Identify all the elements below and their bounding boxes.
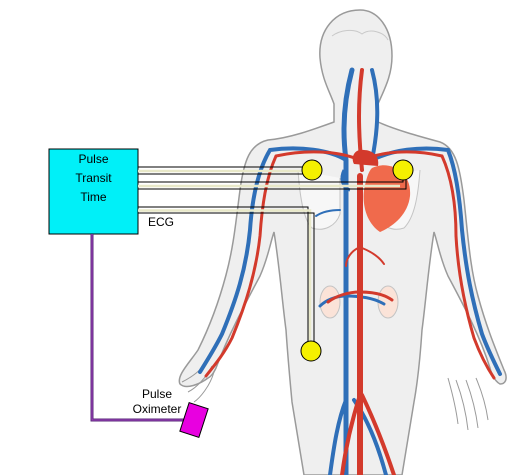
electrode-left-chest bbox=[392, 159, 414, 181]
ecg-label: ECG bbox=[148, 215, 175, 229]
electrode-right-chest bbox=[301, 159, 323, 181]
oximeter-label-line-2: Oximeter bbox=[132, 402, 182, 416]
electrode-abdomen bbox=[300, 340, 322, 362]
pulse-oximeter-clip bbox=[179, 402, 209, 438]
veins bbox=[198, 67, 502, 475]
box-label-line-3: Time bbox=[80, 190, 107, 204]
oximeter-wire-highlight bbox=[91, 234, 190, 421]
pulse-transit-time-box bbox=[48, 148, 139, 235]
pulse-transit-time-label: Pulse Transit Time bbox=[49, 150, 138, 207]
oximeter-label-line-1: Pulse bbox=[141, 387, 173, 401]
box-label-line-2: Transit bbox=[75, 171, 112, 185]
box-label-line-1: Pulse bbox=[78, 152, 109, 166]
